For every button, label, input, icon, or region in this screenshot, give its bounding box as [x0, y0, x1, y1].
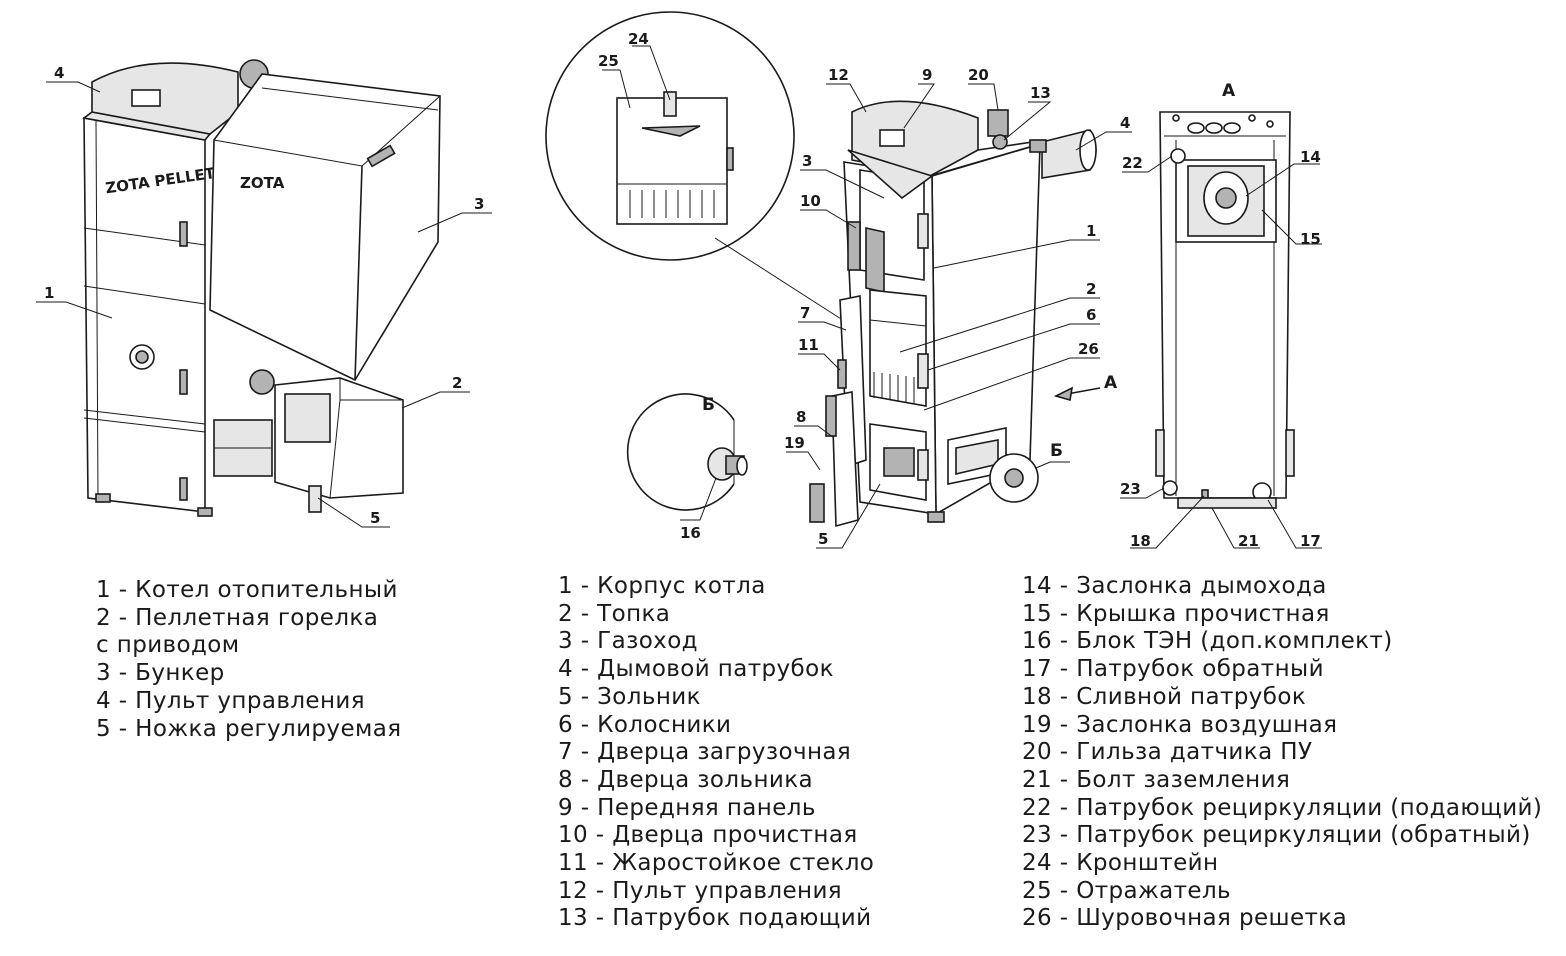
legend-right-item: 14 - Заслонка дымохода [1022, 573, 1327, 599]
leaders-inset [602, 45, 671, 109]
legend-left-item: 4 - Пульт управления [96, 687, 365, 714]
callout-mid-11: 11 [798, 336, 819, 354]
legend-right-item: 18 - Сливной патрубок [1022, 683, 1307, 710]
leaders-left [36, 81, 492, 528]
view-b-label-mid: Б [1050, 441, 1063, 461]
legend-mid-item: 9 - Передняя панель [558, 794, 816, 821]
legend-right-item: 26 - Шуровочная решетка [1022, 905, 1348, 932]
legend-left: 1 - Котел отопительный 2 - Пеллетная гор… [96, 577, 401, 743]
callout-mid-6: 6 [1086, 306, 1096, 324]
legend-mid-item: 3 - Газоход [558, 628, 698, 655]
legend-mid-item: 11 - Жаростойкое стекло [558, 850, 875, 877]
callout-mid-9: 9 [922, 66, 932, 84]
legend-right-item: 23 - Патрубок рециркуляции (обратный) [1022, 822, 1531, 849]
callout-detail-16: 16 [680, 524, 701, 542]
callout-mid-1: 1 [1086, 222, 1096, 240]
legend-mid-item: 13 - Патрубок подающий [558, 905, 872, 932]
legend-right-item: 15 - Крышка прочистная [1022, 600, 1330, 627]
callout-mid-10: 10 [800, 192, 821, 210]
reflector-inset [545, 11, 853, 327]
callout-mid-7: 7 [800, 304, 810, 322]
boiler-cutaway-drawing [809, 100, 1101, 528]
callout-left-1: 1 [44, 284, 54, 302]
legend-mid-item: 1 - Корпус котла [558, 573, 766, 599]
legend-right-item: 16 - Блок ТЭН (доп.комплект) [1022, 628, 1393, 655]
view-a-label: А [1104, 373, 1118, 393]
legend-mid-item: 5 - Зольник [558, 683, 701, 710]
callout-mid-4: 4 [1120, 114, 1130, 132]
callout-mid-5: 5 [818, 530, 828, 548]
legend-right-item: 17 - Патрубок обратный [1022, 656, 1324, 683]
rear-view-title: А [1222, 81, 1236, 101]
callout-inset-24: 24 [628, 30, 649, 48]
callout-rear-22: 22 [1122, 154, 1143, 172]
callout-mid-20: 20 [968, 66, 989, 84]
leaders-rear [1120, 155, 1322, 549]
callout-inset-25: 25 [598, 52, 619, 70]
callout-mid-13: 13 [1030, 84, 1051, 102]
legend-mid-item: 2 - Топка [558, 600, 671, 627]
callout-rear-18: 18 [1130, 532, 1151, 550]
legend-left-item: 5 - Ножка регулируемая [96, 715, 402, 742]
callout-rear-23: 23 [1120, 480, 1141, 498]
legend-right-item: 22 - Патрубок рециркуляции (подающий) [1022, 794, 1543, 821]
callout-left-2: 2 [452, 374, 462, 392]
callout-rear-15: 15 [1300, 230, 1321, 248]
callout-mid-3: 3 [802, 152, 812, 170]
legend-mid-item: 10 - Дверца прочистная [558, 822, 858, 849]
callout-mid-19: 19 [784, 434, 805, 452]
legend-left-item: с приводом [96, 632, 240, 659]
legend-right-item: 21 - Болт заземления [1022, 766, 1291, 793]
legend-mid-item: 8 - Дверца зольника [558, 766, 814, 793]
legend-mid-item: 6 - Колосники [558, 711, 732, 738]
callout-mid-12: 12 [828, 66, 849, 84]
leaders-mid [786, 83, 1132, 549]
legend-mid-item: 4 - Дымовой патрубок [558, 656, 834, 683]
legend-right-item: 20 - Гильза датчика ПУ [1022, 739, 1313, 766]
legend-left-item: 2 - Пеллетная горелка [96, 604, 379, 631]
legend-right: 14 - Заслонка дымохода 15 - Крышка прочи… [1022, 573, 1542, 933]
legend-mid-item: 7 - Дверца загрузочная [558, 739, 852, 766]
callout-mid-2: 2 [1086, 280, 1096, 298]
legend-right-item: 24 - Кронштейн [1022, 850, 1219, 877]
callout-mid-26: 26 [1078, 340, 1099, 358]
legend-mid-item: 12 - Пульт управления [558, 877, 843, 904]
legend-left-item: 1 - Котел отопительный [96, 577, 398, 603]
callout-left-3: 3 [474, 195, 484, 213]
rear-view-a-drawing [1155, 111, 1295, 509]
legend-right-item: 25 - Отражатель [1022, 877, 1232, 904]
callout-mid-8: 8 [796, 408, 806, 426]
legend-left-item: 3 - Бункер [96, 660, 225, 687]
callout-rear-14: 14 [1300, 148, 1321, 166]
legend-middle: 1 - Корпус котла 2 - Топка 3 - Газоход 4… [558, 573, 874, 933]
callout-rear-17: 17 [1300, 532, 1321, 550]
heater-detail-b [626, 393, 748, 521]
callout-left-4: 4 [54, 64, 64, 82]
callout-left-5: 5 [370, 509, 380, 527]
svg-text:ZOTA: ZOTA [240, 174, 285, 192]
boiler-with-hopper-drawing: ZOTA PELLET ZOTA [82, 59, 441, 517]
legend-right-item: 19 - Заслонка воздушная [1022, 711, 1338, 738]
callout-rear-21: 21 [1238, 532, 1259, 550]
view-b-label-detail: Б [702, 395, 715, 415]
